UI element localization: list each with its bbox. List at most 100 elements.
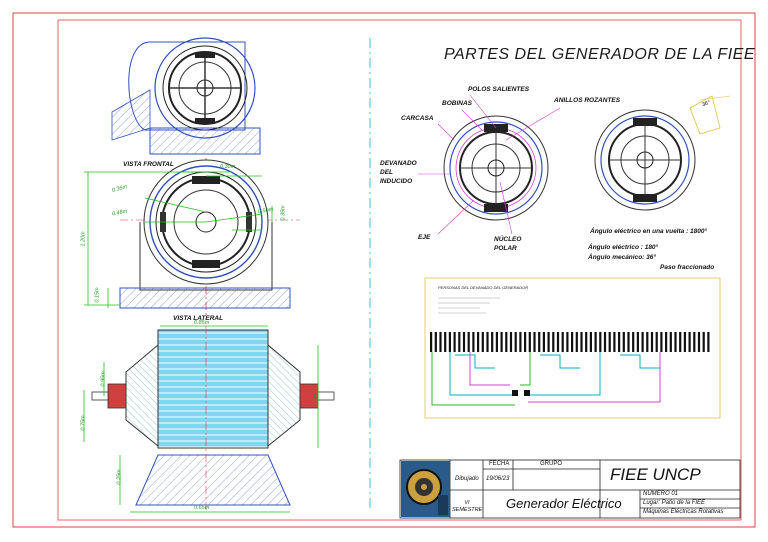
- winding-slot: [636, 332, 639, 352]
- winding-slot: [594, 332, 597, 352]
- winding-slot: [655, 332, 658, 352]
- winding-slot: [538, 332, 541, 352]
- winding-slot: [585, 332, 588, 352]
- winding-slot: [439, 332, 442, 352]
- label-polar: POLAR: [494, 245, 517, 252]
- winding-slot: [608, 332, 611, 352]
- drawing-title: PARTES DEL GENERADOR DE LA FIEE: [444, 46, 755, 63]
- tb-dibujado: Dibujado: [455, 476, 479, 482]
- winding-slot: [632, 332, 635, 352]
- tb-lugar: Lugar: Patio de la FIEE: [643, 500, 706, 506]
- label-carcasa: CARCASA: [401, 115, 434, 122]
- winding-slot: [430, 332, 433, 352]
- section-rotated: [594, 95, 731, 211]
- winding-slot: [697, 332, 701, 352]
- winding-slot: [434, 332, 437, 352]
- winding-slot: [467, 332, 470, 352]
- winding-slot: [660, 332, 663, 352]
- winding-slot: [509, 332, 513, 352]
- winding-slot: [571, 332, 574, 352]
- label-polos-salientes: POLOS SALIENTES: [468, 86, 530, 93]
- winding-slot: [589, 332, 592, 352]
- winding-slot: [580, 332, 583, 352]
- winding-slot: [575, 332, 578, 352]
- tb-fecha-header: FECHA: [489, 461, 510, 467]
- label-vista-lateral: VISTA LATERAL: [173, 315, 224, 322]
- winding-slot: [566, 332, 569, 352]
- winding-slot: [528, 332, 531, 352]
- dim-label: 1.20m: [80, 231, 87, 247]
- label-anillos-rozantes: ANILLOS ROZANTES: [554, 97, 621, 104]
- winding-slot: [505, 332, 508, 352]
- dim-label: 0.35m: [280, 205, 287, 221]
- dim-label: 0.75m: [80, 415, 87, 431]
- dim-label: 0.65m: [194, 505, 210, 511]
- winding-slot: [641, 332, 644, 352]
- tb-drawing-name: Generador Eléctrico: [506, 496, 622, 511]
- dim-label: 0.95m: [100, 371, 107, 387]
- winding-title: PERSONAS DEL DEVANADO DEL GENERADOR: [438, 285, 529, 290]
- winding-slot: [448, 332, 451, 352]
- angle-note-3: Ángulo mecánico: 36°: [588, 254, 656, 261]
- winding-slot: [533, 332, 536, 352]
- winding-diagram: [424, 277, 721, 419]
- winding-slot: [665, 332, 668, 352]
- tb-numero: NÚMERO 01: [643, 491, 679, 497]
- winding-slot: [519, 332, 522, 352]
- label-inducido: INDUCIDO: [380, 178, 413, 185]
- winding-slot: [693, 332, 696, 352]
- angle-note-2: Ángulo eléctrico : 180°: [588, 244, 659, 251]
- winding-slot: [650, 332, 654, 352]
- winding-slot: [702, 332, 705, 352]
- winding-slot: [622, 332, 625, 352]
- winding-slot: [674, 332, 677, 352]
- outer-border: [12, 12, 756, 528]
- dim-label: 0.85m: [194, 320, 210, 326]
- inner-border: [57, 19, 742, 521]
- winding-slot: [472, 332, 475, 352]
- winding-slot: [444, 332, 447, 352]
- winding-slot: [669, 332, 672, 352]
- label-bobinas: BOBINAS: [442, 100, 472, 107]
- winding-slot: [481, 332, 484, 352]
- label-devanado-del: DEL: [380, 169, 393, 176]
- winding-slot: [486, 332, 489, 352]
- winding-slot: [599, 332, 602, 352]
- angle-note-1: Ángulo eléctrico en una vuelta : 1800°: [590, 228, 708, 235]
- label-nucleo: NÚCLEO: [494, 236, 522, 243]
- winding-slot: [679, 332, 682, 352]
- top-view-machine: [111, 37, 261, 155]
- winding-slot: [524, 332, 527, 352]
- winding-slot: [500, 332, 503, 352]
- dim-label: 0.30m: [220, 164, 236, 170]
- winding-slot: [552, 332, 555, 352]
- side-view: [83, 325, 335, 513]
- winding-slot: [613, 332, 616, 352]
- winding-slot: [688, 332, 691, 352]
- winding-slot: [627, 332, 630, 352]
- winding-slot: [561, 332, 564, 352]
- tb-semestre: VI SEMESTRE: [452, 500, 483, 513]
- label-vista-frontal: VISTA FRONTAL: [123, 161, 174, 168]
- winding-slot: [514, 332, 517, 352]
- label-eje: EJE: [418, 234, 431, 241]
- winding-slot: [453, 332, 456, 352]
- winding-slot: [462, 332, 466, 352]
- winding-slot: [458, 332, 461, 352]
- tb-fecha: 19/06/23: [486, 476, 510, 482]
- section-main: [418, 94, 561, 235]
- logo-photo: [401, 461, 450, 517]
- tb-curso: Máquinas Eléctricas Rotativas: [643, 509, 724, 515]
- winding-slots: [430, 332, 710, 352]
- winding-slot: [495, 332, 498, 352]
- winding-slot: [542, 332, 545, 352]
- winding-slot: [603, 332, 607, 352]
- winding-slot: [556, 332, 560, 352]
- winding-slot: [477, 332, 480, 352]
- tb-grupo-header: GRUPO: [540, 461, 563, 467]
- dim-label: 0.15m: [94, 287, 101, 303]
- winding-slot: [547, 332, 550, 352]
- winding-slot: [646, 332, 649, 352]
- winding-slot: [491, 332, 494, 352]
